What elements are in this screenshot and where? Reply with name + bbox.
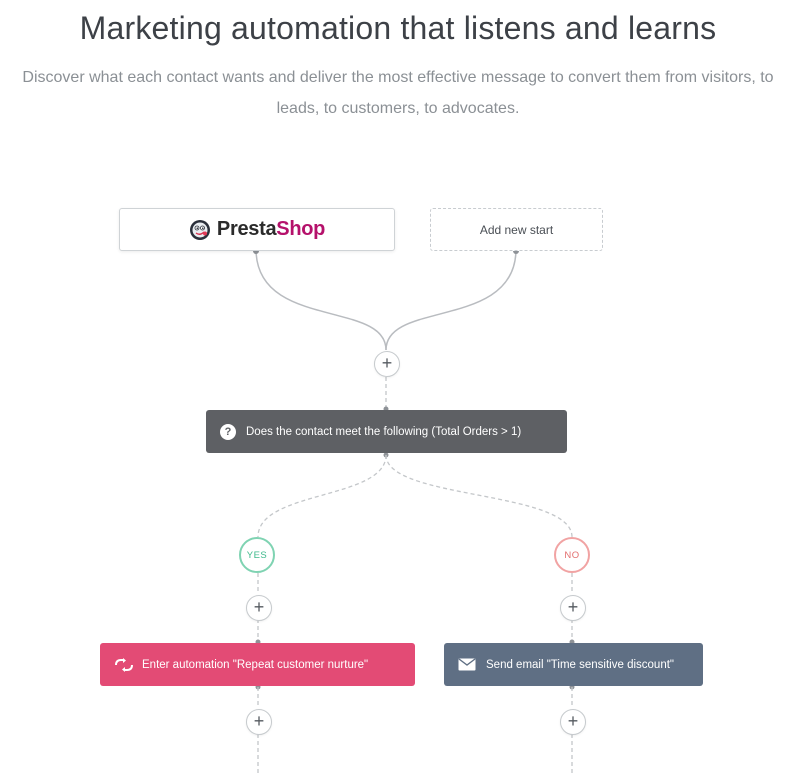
branch-yes-badge: YES bbox=[239, 537, 275, 573]
prestashop-logo-icon bbox=[189, 219, 211, 241]
action-send-email[interactable]: Send email "Time sensitive discount" bbox=[444, 643, 703, 686]
add-new-start-button[interactable]: Add new start bbox=[430, 208, 603, 251]
action-enter-automation[interactable]: Enter automation "Repeat customer nurtur… bbox=[100, 643, 415, 686]
branch-no-badge: NO bbox=[554, 537, 590, 573]
question-icon: ? bbox=[220, 423, 236, 440]
automation-arrows-icon bbox=[114, 657, 133, 672]
add-step-after-right-button[interactable]: + bbox=[560, 709, 586, 735]
condition-step[interactable]: ? Does the contact meet the following (T… bbox=[206, 410, 567, 453]
page-subtitle: Discover what each contact wants and del… bbox=[22, 69, 774, 117]
condition-label: Does the contact meet the following (Tot… bbox=[246, 425, 522, 438]
prestashop-wordmark: PrestaShop bbox=[216, 218, 326, 240]
action-right-label: Send email "Time sensitive discount" bbox=[486, 658, 674, 671]
start-prestashop[interactable]: PrestaShop bbox=[119, 208, 395, 251]
add-step-after-left-button[interactable]: + bbox=[246, 709, 272, 735]
page-title: Marketing automation that listens and le… bbox=[79, 10, 717, 46]
add-step-no-button[interactable]: + bbox=[560, 595, 586, 621]
add-step-button[interactable]: + bbox=[374, 351, 400, 377]
add-step-yes-button[interactable]: + bbox=[246, 595, 272, 621]
envelope-icon bbox=[458, 657, 476, 672]
action-left-label: Enter automation "Repeat customer nurtur… bbox=[142, 658, 369, 671]
